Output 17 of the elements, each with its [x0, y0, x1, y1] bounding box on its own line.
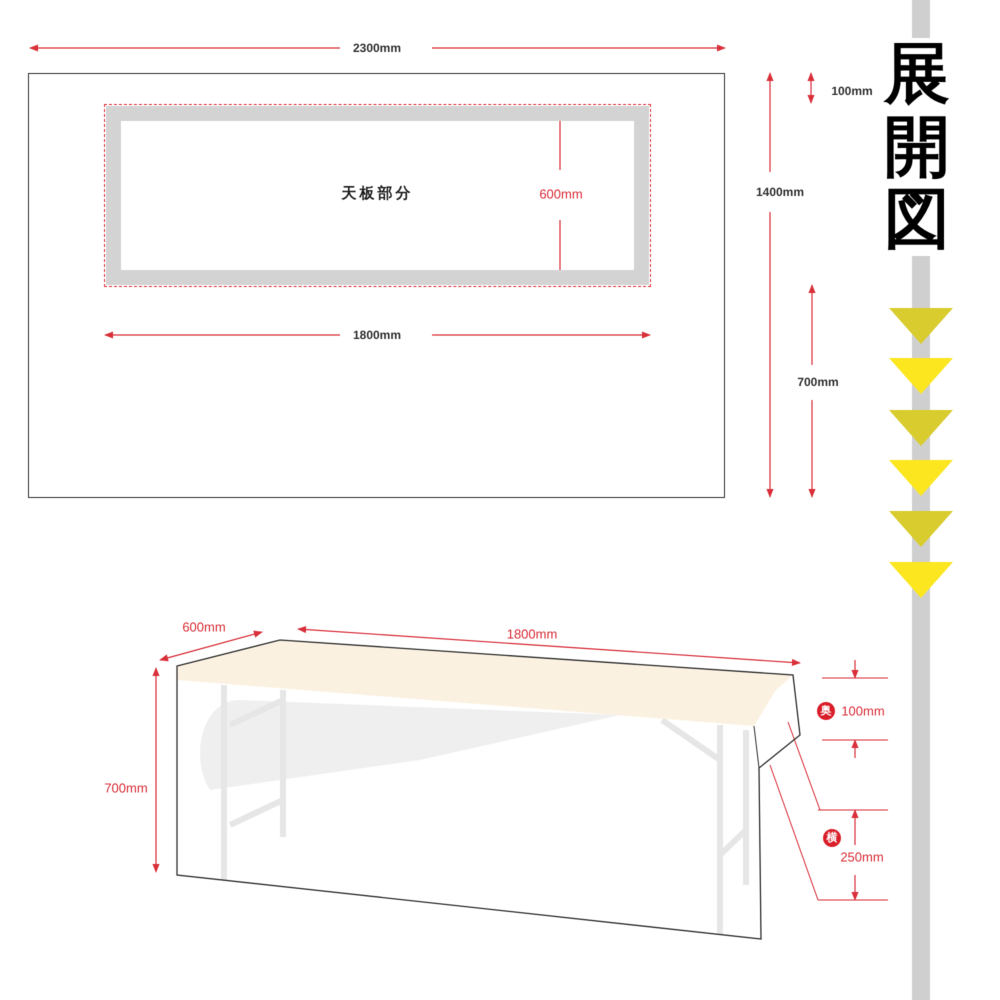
dimension-label: 1800mm [506, 626, 558, 642]
dimension-label: 1800mm [352, 328, 402, 342]
dimension-label: 100mm [831, 84, 873, 98]
direction-badge: 奥 [817, 702, 835, 720]
dimension-label: 600mm [182, 620, 226, 634]
dimension-label: 600mm [539, 186, 583, 202]
tabletop-area [104, 104, 651, 287]
cloth-sheet-outline [28, 73, 725, 498]
dimension-label: 2300mm [352, 41, 402, 55]
title: 展開図 [884, 38, 950, 256]
dimension-label: 700mm [104, 780, 148, 796]
area-label: 天板部分 [342, 184, 414, 203]
dimension-label: 1400mm [756, 185, 804, 199]
dimension-label: 100mm [841, 704, 885, 718]
dimension-label: 700mm [797, 375, 839, 389]
dimension-label: 250mm [840, 850, 884, 864]
direction-badge: 横 [823, 829, 841, 847]
